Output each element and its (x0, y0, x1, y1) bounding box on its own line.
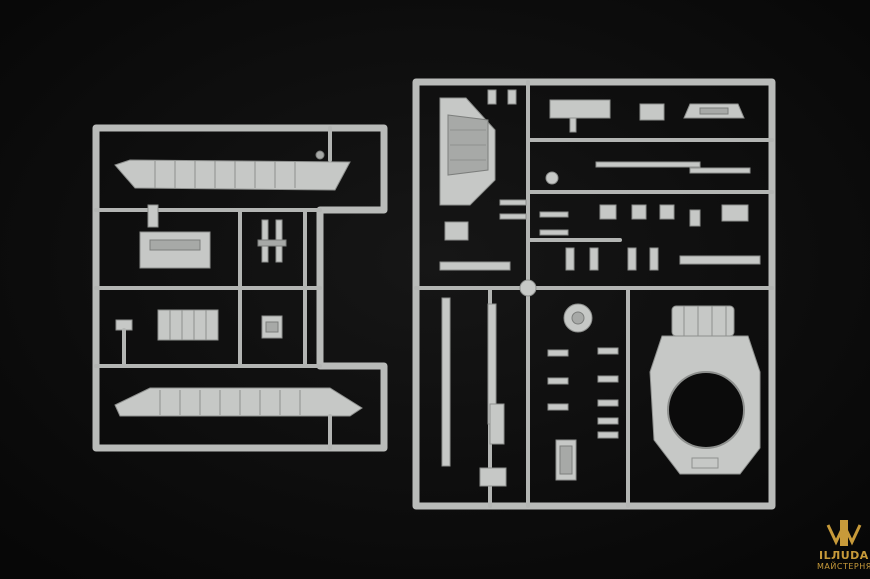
turret-ring-opening (667, 371, 745, 449)
right-sprue (412, 78, 776, 510)
watermark-line-1: ILЛUDA (819, 549, 869, 562)
left-sprue (92, 124, 388, 452)
watermark-line-2: МАЙСТЕРНЯ (817, 562, 870, 571)
brand-logo (826, 520, 862, 546)
